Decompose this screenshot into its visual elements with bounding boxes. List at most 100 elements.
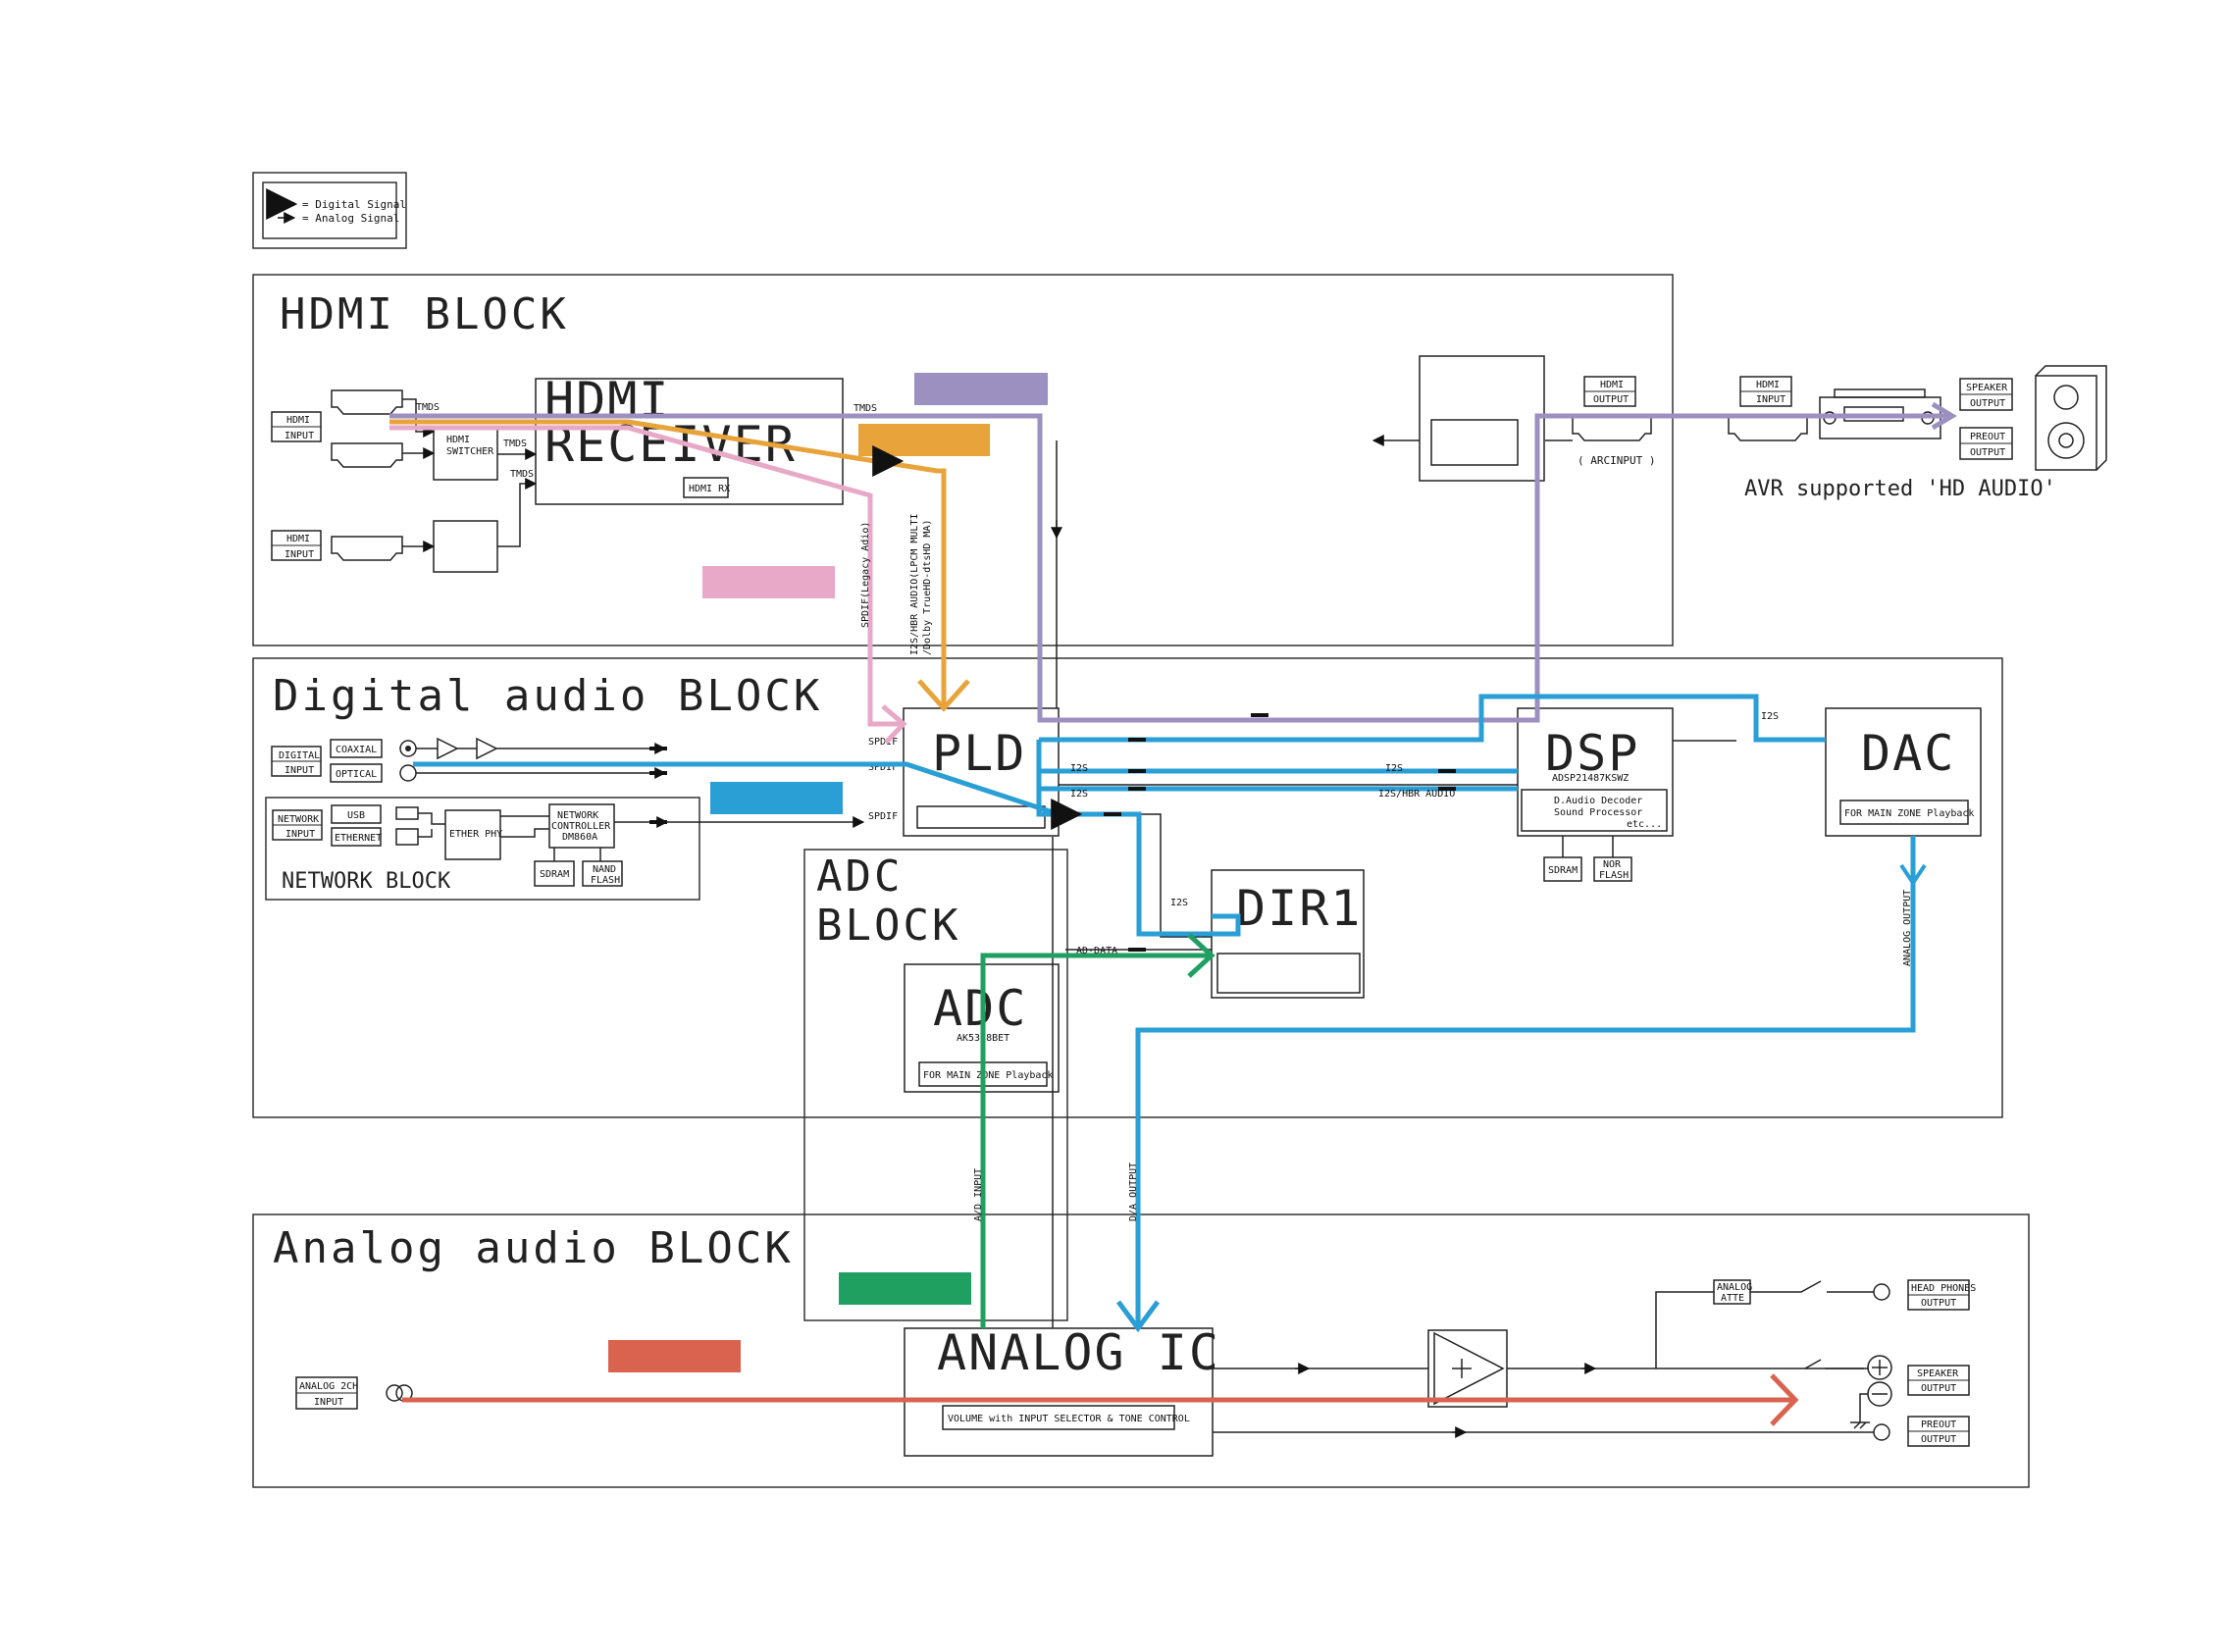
legend: = Digital Signal = Analog Signal [252, 172, 407, 249]
usb-label: USB [347, 810, 365, 821]
hdmi-input-2-label-b: INPUT [285, 549, 314, 560]
hdmi-input-2: HDMI INPUT [271, 530, 322, 561]
dac-label: DAC [1861, 725, 1955, 782]
spdif-label: SPDIF [868, 811, 898, 822]
hdmi-input-1: HDMI INPUT [271, 411, 322, 442]
adc-data-path [980, 953, 1212, 1328]
dsp-desc-3: etc... [1627, 819, 1662, 830]
preout-label-b: OUTPUT [1921, 1434, 1956, 1445]
da-output-path [1135, 836, 1916, 1328]
spdif-legacy-label: SPDIF(Legacy Adio) [860, 522, 871, 628]
analog-ic-desc: VOLUME with INPUT SELECTOR & TONE CONTRO… [948, 1414, 1190, 1424]
pld-label: PLD [932, 725, 1026, 782]
dsp-desc-2: Sound Processor [1554, 807, 1642, 818]
tmds-label: TMDS [510, 469, 534, 480]
ethernet-label: ETHERNET [335, 833, 382, 844]
analog-atte-label-a: ANALOG [1717, 1282, 1752, 1293]
headphone-jack-icon [1873, 1283, 1890, 1301]
rca-jack-icon [386, 1384, 403, 1402]
spdif-color-key [702, 566, 835, 598]
digital-block-frame [252, 657, 2003, 1118]
hdmi-receiver [535, 378, 844, 505]
network-nand-label-a: NAND [593, 864, 616, 875]
analog-input-label-a: ANALOG 2CH [299, 1381, 358, 1392]
coaxial-label: COAXIAL [336, 745, 377, 755]
ad-data-label: AD-DATA [1076, 946, 1117, 956]
network-block-title: NETWORK BLOCK [282, 869, 451, 894]
i2s-label: I2S [1170, 898, 1188, 908]
hdmi-port-icon [331, 442, 403, 468]
hdmi-input-1-label-a: HDMI [286, 415, 310, 426]
avr-preout-label-a: PREOUT [1970, 432, 2005, 442]
i2s-hbr-label: I2S/HBR AUDIO [1378, 789, 1455, 800]
optical-label-box [330, 763, 383, 783]
speaker-label-b: OUTPUT [1921, 1383, 1956, 1394]
hbr-audio-path [389, 419, 947, 708]
dsp-label: DSP [1545, 725, 1639, 782]
digital-block-title: Digital audio BLOCK [273, 671, 822, 721]
hdmi-output-port-icon [1572, 416, 1652, 441]
hdmi-aux-box [433, 520, 498, 573]
usb-port-icon [395, 806, 419, 820]
digital-input-label-b: INPUT [285, 765, 314, 776]
avr-caption: AVR supported 'HD AUDIO' [1744, 477, 2056, 501]
preout-label-a: PREOUT [1921, 1420, 1956, 1430]
network-controller-label-b: CONTROLLER [551, 821, 611, 832]
ether-phy-label: ETHER PHY [449, 829, 502, 840]
dsp-nor-label-a: NOR [1603, 859, 1622, 870]
ethernet-port-icon [395, 828, 419, 846]
analog-input-label-b: INPUT [314, 1397, 343, 1408]
i2s-path-optical [413, 761, 1060, 817]
usb-label-box [331, 804, 382, 824]
hbr-color-key [858, 424, 990, 456]
power-amp-icon [1427, 1329, 1508, 1408]
preout-jack-icon [1873, 1423, 1890, 1441]
digital-input-label-a: DIGITAL [279, 750, 320, 761]
hdmi-port-icon [331, 536, 403, 561]
network-sdram-label: SDRAM [540, 869, 569, 880]
speaker-plus-terminal-icon [1867, 1355, 1892, 1380]
adc-color-key [839, 1272, 971, 1305]
network-controller-label-c: DM860A [562, 832, 597, 843]
hdmi-switcher-label-b: SWITCHER [446, 446, 494, 457]
speaker-icon [2035, 365, 2107, 471]
analog-block-title: Analog audio BLOCK [273, 1223, 794, 1273]
dsp-nor-label-b: FLASH [1599, 870, 1629, 881]
hdmi-rx-chip [683, 477, 729, 498]
arc-input-label: ( ARCINPUT ) [1578, 454, 1655, 467]
network-input-label-b: INPUT [285, 829, 315, 840]
hdmi-output-label-b: OUTPUT [1593, 394, 1629, 405]
network-block-frame [265, 797, 700, 901]
analog-ic-label: ANALOG IC [937, 1324, 1220, 1381]
adc-block-title-1: ADC [816, 852, 903, 902]
headphone-switch-icon [1750, 1280, 1874, 1293]
hdmi-output-label-a: HDMI [1600, 380, 1624, 390]
avr-speaker-label-a: SPEAKER [1966, 383, 2008, 393]
analog-color-key [608, 1340, 741, 1372]
analog-block-frame [252, 1213, 2030, 1488]
dsp-chip-label: ADSP21487KSWZ [1552, 773, 1629, 784]
hdmi-input-1-label-b: INPUT [285, 431, 314, 441]
network-input-label-a: NETWORK [278, 814, 319, 825]
hdmi-rx-label: HDMI RX [689, 484, 730, 494]
dsp-desc-1: D.Audio Decoder [1554, 796, 1642, 806]
tmds-label: TMDS [503, 439, 527, 449]
spdif-legacy-path [389, 425, 904, 727]
avr-preout-label-b: OUTPUT [1970, 447, 2005, 458]
analog-atte-label-b: ATTE [1721, 1293, 1744, 1304]
tmds-label: TMDS [416, 402, 440, 413]
dir1-label: DIR1 [1236, 880, 1362, 937]
speaker-relay-icon [1804, 1359, 1869, 1369]
ad-input-label: A/D INPUT [973, 1168, 984, 1221]
network-nand-label-b: FLASH [591, 875, 620, 886]
hdbitstream-color-key [914, 373, 1048, 405]
hdmi-output-box [1419, 355, 1545, 482]
i2s-path-dir [1036, 740, 1518, 937]
avr-input-label-b: INPUT [1756, 394, 1785, 405]
headphones-label-a: HEAD PHONES [1911, 1283, 1976, 1294]
avr-hdmi-port-icon [1728, 416, 1808, 441]
spdif-label: SPDIF [868, 737, 898, 748]
dsp-sdram-label: SDRAM [1548, 865, 1578, 876]
legend-digital: = Digital Signal [302, 198, 406, 211]
